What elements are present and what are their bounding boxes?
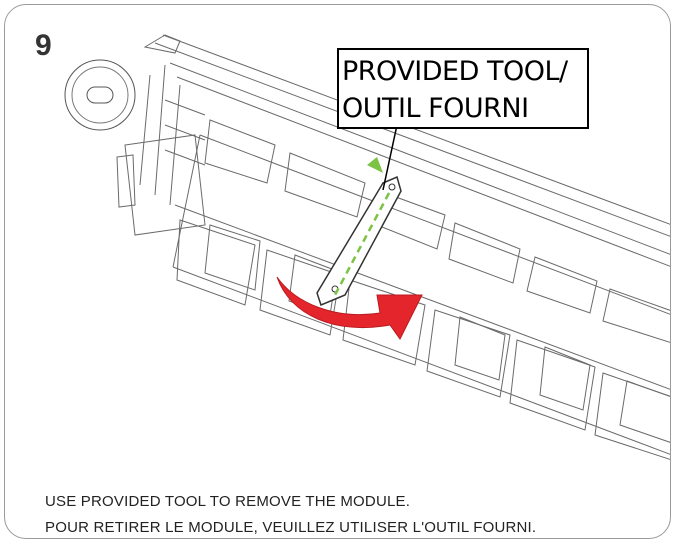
guide-arrow-icon <box>333 157 391 296</box>
instruction-panel: 9 PROVIDED TOOL/ OUTIL FOURNI USE PROVID… <box>4 4 671 539</box>
rotate-arrow-icon <box>276 276 423 340</box>
callout-line-english: PROVIDED TOOL/ <box>342 56 568 87</box>
instructions: USE PROVIDED TOOL TO REMOVE THE MODULE. … <box>45 489 537 538</box>
step-number: 9 <box>35 29 52 62</box>
callout-leader <box>382 124 398 191</box>
module-housing <box>172 134 670 455</box>
instruction-english: USE PROVIDED TOOL TO REMOVE THE MODULE. <box>45 493 411 510</box>
module-illustration <box>64 34 670 460</box>
track-rail <box>154 34 670 267</box>
callout-line-french: OUTIL FOURNI <box>342 93 529 124</box>
tool-callout: PROVIDED TOOL/ OUTIL FOURNI <box>337 48 589 129</box>
lens-icon <box>64 59 136 131</box>
instruction-french: POUR RETIRER LE MODULE, VEUILLEZ UTILISE… <box>45 519 537 536</box>
